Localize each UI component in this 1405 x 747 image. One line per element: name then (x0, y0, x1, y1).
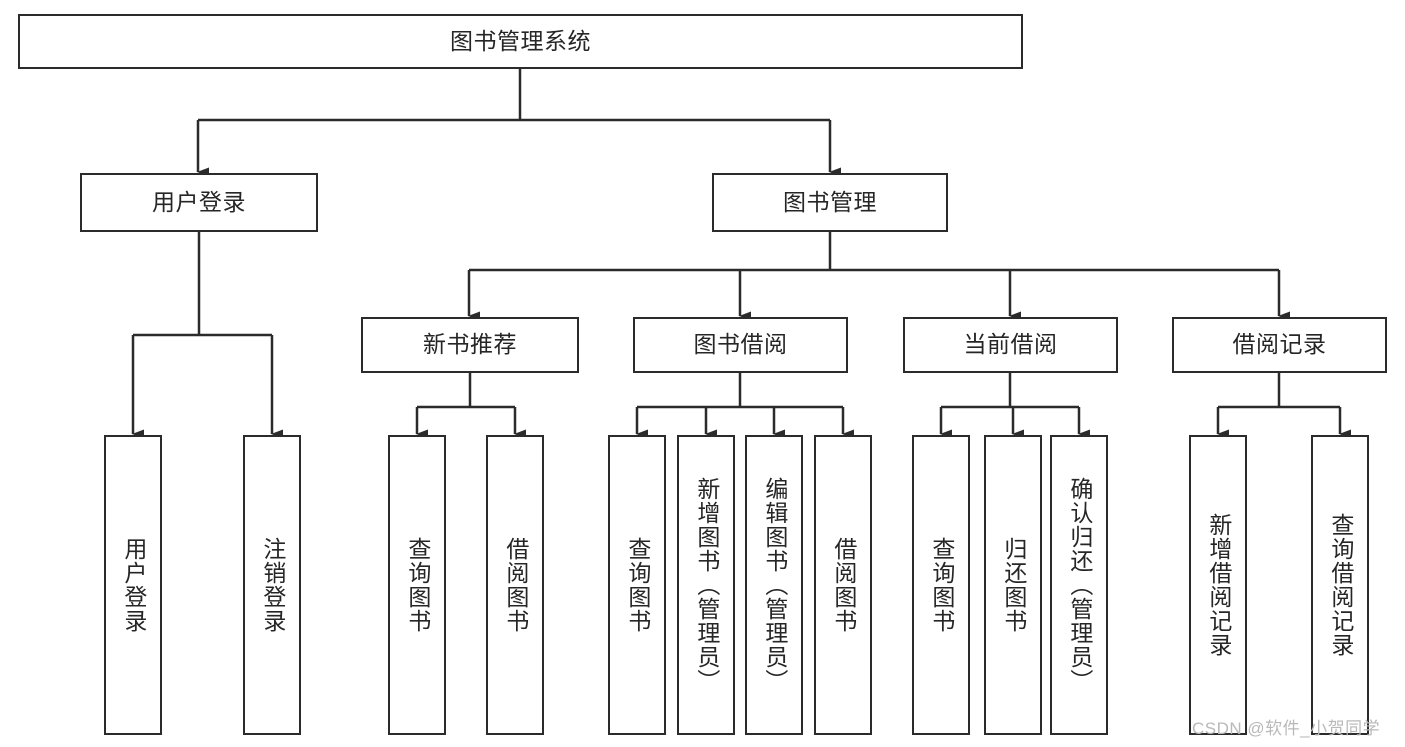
leaf-node[interactable]: 注销登录 (243, 435, 301, 735)
branch-node[interactable]: 借阅记录 (1172, 317, 1387, 373)
leaf-node-label: 查询借阅记录 (1327, 513, 1354, 657)
leaf-node-label: 查询图书 (928, 537, 955, 633)
leaf-node[interactable]: 归还图书 (984, 435, 1042, 735)
leaf-node[interactable]: 查询图书 (912, 435, 970, 735)
leaf-node-label: 查询图书 (624, 537, 651, 633)
root-node[interactable]: 图书管理系统 (18, 14, 1023, 69)
branch-node[interactable]: 新书推荐 (361, 317, 579, 373)
branch-node-label: 借阅记录 (1232, 331, 1327, 358)
root-node-label: 图书管理系统 (450, 27, 591, 54)
branch-node[interactable]: 当前借阅 (903, 317, 1118, 373)
leaf-node-label: 注销登录 (259, 537, 286, 633)
branch-node[interactable]: 用户登录 (80, 173, 318, 232)
leaf-node[interactable]: 确认归还（管理员） (1050, 435, 1108, 735)
branch-node-label: 图书借阅 (693, 331, 788, 358)
leaf-node-label: 归还图书 (1000, 537, 1027, 633)
branch-node-label: 图书管理 (783, 188, 877, 215)
leaf-node-label: 用户登录 (120, 537, 147, 633)
leaf-node[interactable]: 编辑图书（管理员） (745, 435, 803, 735)
leaf-node[interactable]: 用户登录 (104, 435, 162, 735)
branch-node-label: 用户登录 (152, 188, 246, 215)
leaf-node[interactable]: 查询借阅记录 (1311, 435, 1369, 735)
connector-lines (131, 69, 1351, 439)
leaf-node-label: 借阅图书 (830, 537, 857, 633)
leaf-node[interactable]: 新增借阅记录 (1189, 435, 1247, 735)
leaf-node-label: 确认归还（管理员） (1066, 477, 1093, 693)
branch-node[interactable]: 图书管理 (712, 173, 948, 232)
leaf-node-label: 新增图书（管理员） (693, 477, 720, 693)
branch-node[interactable]: 图书借阅 (633, 317, 848, 373)
csdn-watermark: CSDN @软件_小贺同学 (1192, 719, 1381, 738)
leaf-node-label: 编辑图书（管理员） (761, 477, 788, 693)
leaf-node[interactable]: 查询图书 (388, 435, 446, 735)
leaf-node[interactable]: 借阅图书 (814, 435, 872, 735)
branch-node-label: 新书推荐 (423, 331, 517, 358)
leaf-node-label: 查询图书 (404, 537, 431, 633)
leaf-node-label: 借阅图书 (502, 537, 529, 633)
leaf-node[interactable]: 查询图书 (608, 435, 666, 735)
leaf-node-label: 新增借阅记录 (1205, 513, 1232, 657)
leaf-node[interactable]: 借阅图书 (486, 435, 544, 735)
leaf-node[interactable]: 新增图书（管理员） (677, 435, 735, 735)
branch-node-label: 当前借阅 (963, 331, 1058, 358)
